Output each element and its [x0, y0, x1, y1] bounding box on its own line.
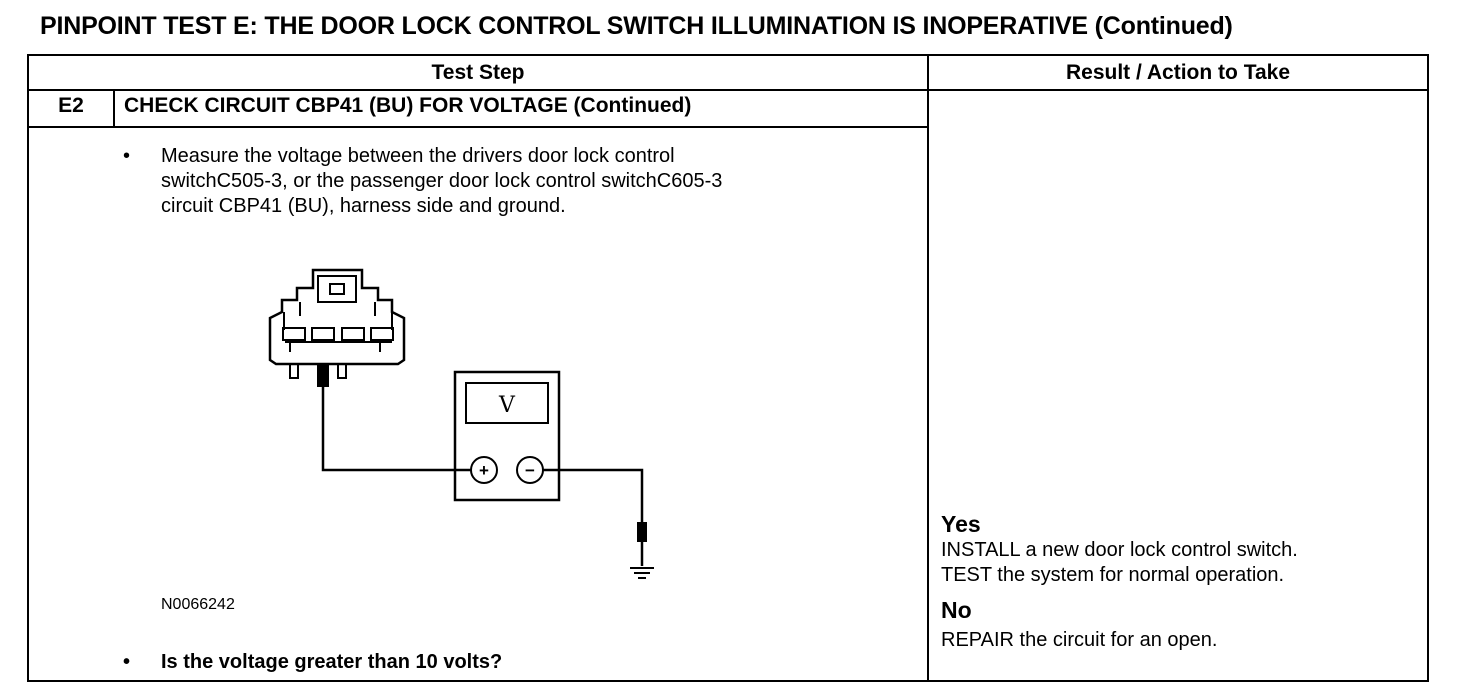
- negative-terminal-symbol: −: [525, 461, 535, 480]
- question-text: Is the voltage greater than 10 volts?: [161, 651, 503, 673]
- instruction-line: circuit CBP41 (BU), harness side and gro…: [161, 195, 566, 217]
- ground-symbol-icon: [630, 567, 654, 579]
- step-title: CHECK CIRCUIT CBP41 (BU) FOR VOLTAGE (Co…: [124, 94, 692, 117]
- page-title: PINPOINT TEST E: THE DOOR LOCK CONTROL S…: [40, 12, 1233, 40]
- header-test-step: Test Step: [431, 61, 525, 84]
- no-action-line: REPAIR the circuit for an open.: [941, 629, 1218, 651]
- instruction-bullet: • Measure the voltage between the driver…: [123, 144, 723, 219]
- step-id: E2: [58, 94, 84, 117]
- meter-display-symbol: V: [498, 393, 516, 418]
- negative-lead-wire: [543, 468, 644, 522]
- voltmeter-icon: V + −: [453, 370, 561, 502]
- yes-action-line: INSTALL a new door lock control switch.: [941, 539, 1298, 561]
- instruction-line: Measure the voltage between the drivers …: [161, 145, 675, 167]
- bullet-dot: •: [123, 651, 131, 673]
- header-result: Result / Action to Take: [1065, 61, 1291, 84]
- positive-terminal-symbol: +: [479, 461, 489, 480]
- step-row-divider: [29, 126, 927, 128]
- question-bullet: • Is the voltage greater than 10 volts?: [123, 650, 503, 675]
- pinpoint-test-table: Test Step Result / Action to Take E2 CHE…: [27, 54, 1429, 682]
- connector-icon: [268, 268, 406, 387]
- no-label: No: [941, 597, 972, 623]
- yes-action: INSTALL a new door lock control switch. …: [941, 538, 1298, 588]
- step-id-divider: [113, 91, 115, 126]
- column-divider: [927, 56, 929, 680]
- yes-label: Yes: [941, 511, 981, 537]
- header-divider: [29, 89, 1427, 91]
- yes-action-line: TEST the system for normal operation.: [941, 564, 1285, 586]
- instruction-line: switchC505-3, or the passenger door lock…: [161, 170, 723, 192]
- no-action: REPAIR the circuit for an open.: [941, 628, 1217, 653]
- bullet-dot: •: [123, 145, 131, 167]
- positive-lead-wire: [321, 386, 472, 472]
- ground-probe-icon: [637, 522, 647, 566]
- figure-id: N0066242: [161, 596, 235, 613]
